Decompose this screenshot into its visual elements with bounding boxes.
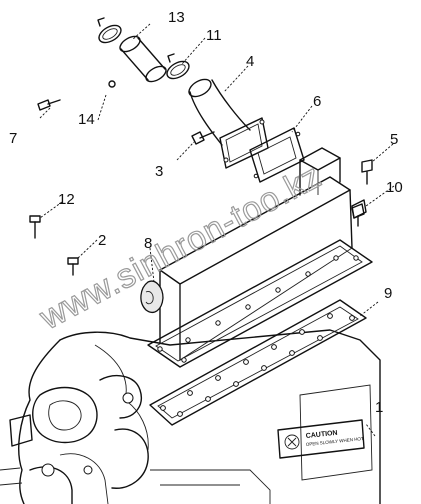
- caution-title: CAUTION: [305, 430, 337, 440]
- washer-14: [108, 80, 116, 88]
- hose-clamp-upper: [97, 17, 122, 44]
- callout-14: 14: [78, 111, 95, 128]
- screw-2: [67, 257, 79, 276]
- callout-2: 2: [98, 232, 106, 249]
- intake-elbow: [188, 78, 269, 169]
- elbow-gasket: [249, 127, 305, 183]
- engine-block: [0, 329, 381, 504]
- housing-bolts: [157, 255, 359, 363]
- fitting-10: [351, 203, 365, 227]
- callout-12: 12: [58, 191, 75, 208]
- callout-8: 8: [144, 235, 152, 252]
- callout-1: 1: [375, 399, 383, 416]
- fitting-5: [361, 159, 373, 185]
- screw-12: [29, 215, 41, 239]
- callout-3: 3: [155, 163, 163, 180]
- leader-lines: [39, 23, 395, 437]
- screw-3: [191, 131, 215, 145]
- callout-numbers: 1 2 3 4 5 6 7 8 9 10 11 12 13 14: [9, 9, 403, 416]
- callout-4: 4: [246, 53, 254, 70]
- caution-label: CAUTION OPEN SLOWLY WHEN HOT: [277, 419, 365, 459]
- caution-subtext: OPEN SLOWLY WHEN HOT: [306, 436, 365, 447]
- cooler-gasket: [149, 299, 367, 426]
- gasket-bolt-holes: [160, 313, 355, 417]
- callout-13: 13: [168, 9, 185, 26]
- screw-7: [37, 99, 61, 111]
- callout-5: 5: [390, 131, 398, 148]
- callout-9: 9: [384, 285, 392, 302]
- hose: [119, 35, 167, 83]
- callout-6: 6: [313, 93, 321, 110]
- callout-11: 11: [206, 27, 222, 44]
- aftercooler-housing: [140, 147, 373, 368]
- callout-10: 10: [386, 179, 403, 196]
- hose-clamp-lower: [166, 53, 190, 80]
- callout-7: 7: [9, 130, 17, 147]
